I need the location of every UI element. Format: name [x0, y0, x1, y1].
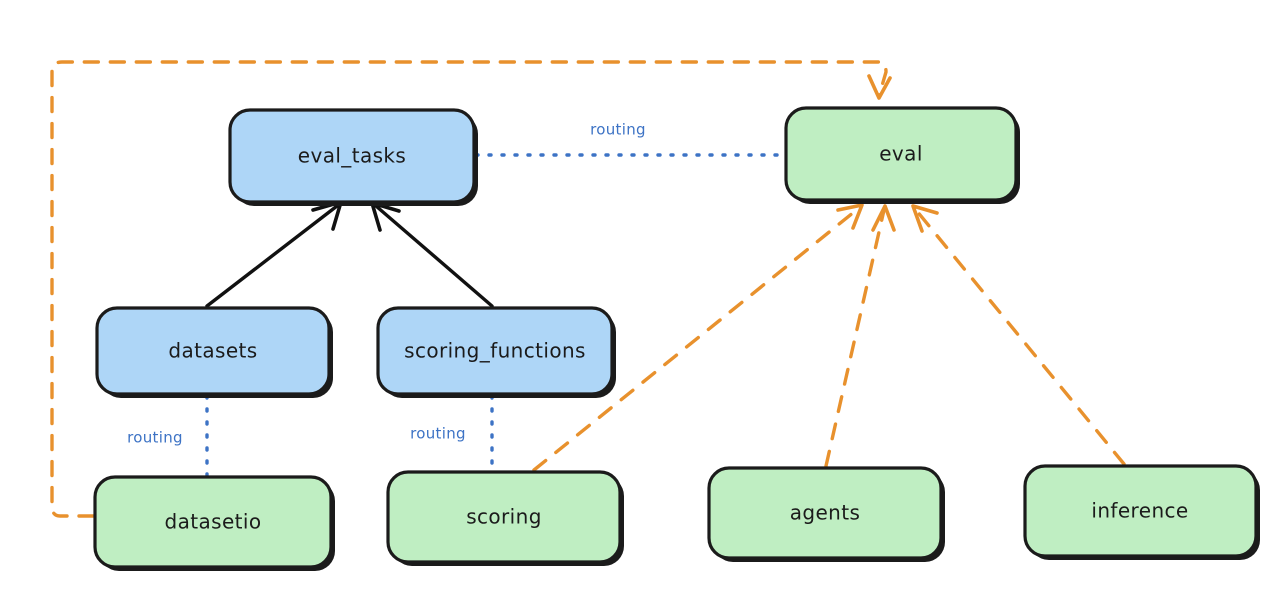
- edge-scoring_functions-eval_tasks[interactable]: [374, 204, 494, 308]
- node-agents[interactable]: agents: [707, 466, 945, 562]
- node-scoring-label: scoring: [466, 505, 542, 529]
- node-datasetio-shape: [93, 475, 333, 569]
- routing-edges: [205, 153, 786, 481]
- node-inference-shape: [1023, 464, 1258, 558]
- node-scoring_functions[interactable]: scoring_functions: [376, 306, 616, 398]
- node-eval_tasks[interactable]: eval_tasks: [228, 108, 478, 206]
- edge-label-routing-eval: routing: [590, 121, 646, 139]
- nodes-layer: eval_tasks eval datasets scoring_functio…: [93, 106, 1260, 571]
- dependency-edges: [50, 60, 1126, 518]
- node-scoring[interactable]: scoring: [386, 470, 624, 566]
- node-scoring_functions-label: scoring_functions: [404, 339, 586, 363]
- edge-scoring-eval[interactable]: [532, 206, 861, 472]
- node-datasetio-label: datasetio: [164, 510, 261, 534]
- node-eval-label: eval: [879, 142, 923, 166]
- node-inference[interactable]: inference: [1023, 464, 1260, 560]
- node-eval-shape: [784, 106, 1018, 202]
- node-datasets-label: datasets: [168, 339, 257, 363]
- structural-edges: [205, 200, 494, 308]
- edge-agents-eval[interactable]: [824, 208, 886, 468]
- edge-labels-layer: routing routing routing: [127, 121, 646, 447]
- node-scoring-shape: [386, 470, 622, 564]
- edge-scoring-eval-arrowhead: [836, 203, 864, 230]
- edge-inference-eval-arrowhead: [911, 204, 939, 233]
- edge-datasets-eval_tasks[interactable]: [205, 204, 339, 308]
- node-datasetio[interactable]: datasetio: [93, 475, 335, 571]
- edge-datasetio-eval-arrowhead: [867, 74, 892, 100]
- node-datasets-shape: [95, 306, 331, 396]
- node-eval[interactable]: eval: [784, 106, 1020, 204]
- node-eval_tasks-label: eval_tasks: [298, 144, 406, 168]
- edge-datasetio-eval[interactable]: [50, 60, 888, 518]
- node-datasets[interactable]: datasets: [95, 306, 333, 398]
- edge-label-routing-scoring: routing: [410, 425, 466, 443]
- edge-agents-eval-arrowhead: [871, 204, 896, 232]
- node-inference-label: inference: [1091, 499, 1188, 523]
- node-eval_tasks-shape: [228, 108, 476, 204]
- edge-inference-eval[interactable]: [914, 208, 1126, 466]
- node-agents-label: agents: [790, 501, 861, 525]
- edge-label-routing-datasetio: routing: [127, 429, 183, 447]
- node-scoring_functions-shape: [376, 306, 614, 396]
- node-agents-shape: [707, 466, 943, 560]
